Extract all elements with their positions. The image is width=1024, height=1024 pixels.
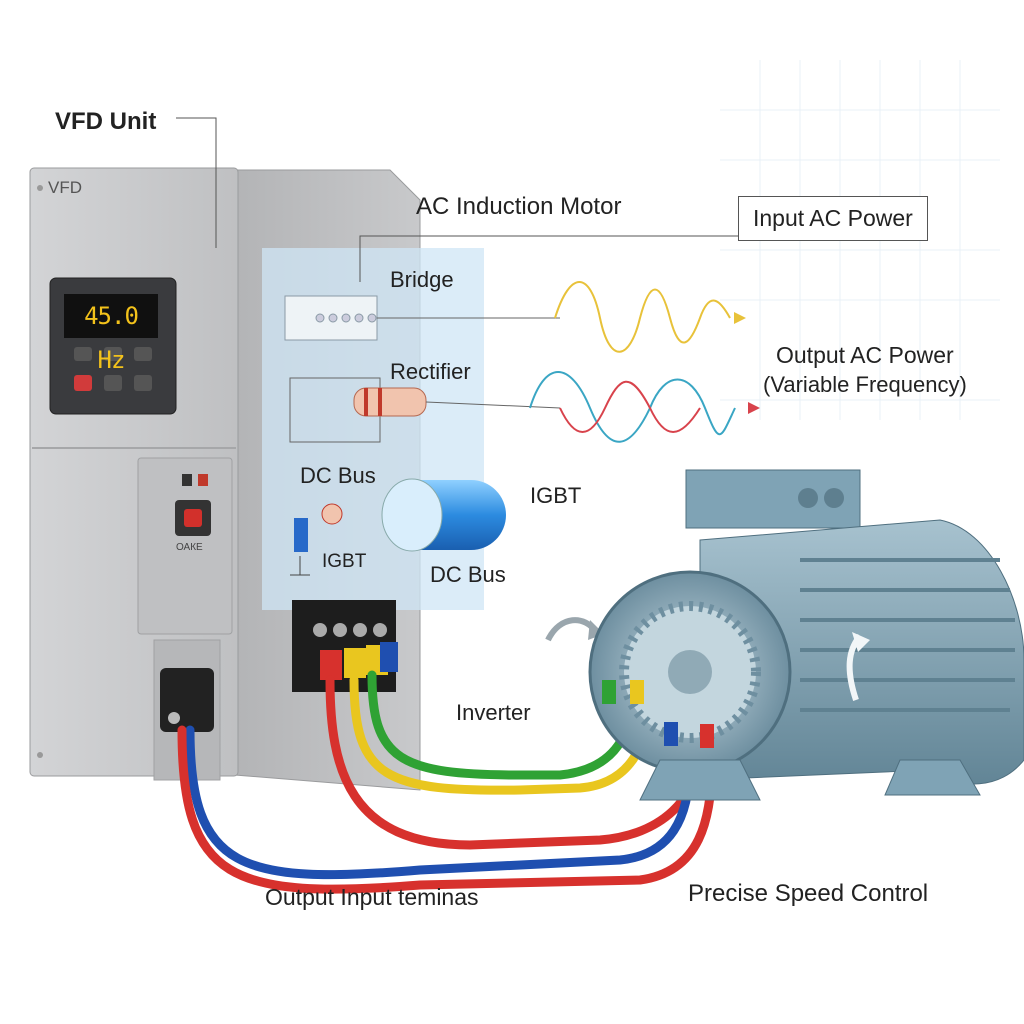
switch-label: ОАКЕ bbox=[176, 542, 203, 553]
speed-control-label: Precise Speed Control bbox=[688, 880, 929, 907]
input-wave-arrow bbox=[734, 312, 746, 324]
input-ac-power-label: Input AC Power bbox=[738, 196, 928, 241]
bridge-module bbox=[284, 295, 560, 341]
keypad-button-2 bbox=[104, 347, 122, 361]
rectifier-label: Rectifier bbox=[390, 359, 471, 384]
dc-bus-label-top: DC Bus bbox=[300, 463, 376, 488]
igbt-label-left: IGBT bbox=[322, 551, 367, 572]
keypad-button-6 bbox=[134, 375, 152, 391]
dc-bus-label-bottom: DC Bus bbox=[430, 562, 506, 587]
keypad-button-1 bbox=[74, 347, 92, 361]
bridge-label: Bridge bbox=[390, 267, 454, 292]
variable-frequency-label: (Variable Frequency) bbox=[763, 372, 967, 397]
terminals-label: Output Input teminas bbox=[265, 884, 479, 910]
rectifier-component bbox=[289, 377, 561, 443]
motor-connectors bbox=[602, 680, 714, 748]
induction-motor bbox=[588, 469, 1024, 801]
leader-lines bbox=[176, 117, 738, 282]
output-ac-power-label: Output AC Power bbox=[776, 342, 954, 368]
keypad-button-5 bbox=[104, 375, 122, 391]
igbt-label-right: IGBT bbox=[530, 483, 582, 508]
vfd-brand-label: VFD bbox=[48, 178, 82, 197]
output-wave-blue bbox=[529, 371, 736, 443]
input-ac-waveform bbox=[554, 281, 731, 353]
dc-bus-capacitor bbox=[290, 478, 506, 576]
terminal-block bbox=[292, 600, 398, 692]
ac-motor-label: AC Induction Motor bbox=[416, 193, 622, 220]
output-wave-arrow bbox=[748, 402, 760, 414]
frequency-display: 45.0 Hz bbox=[64, 294, 158, 374]
vfd-unit-label: VFD Unit bbox=[55, 108, 157, 135]
keypad bbox=[74, 347, 152, 391]
keypad-button-3 bbox=[134, 347, 152, 361]
inverter-label: Inverter bbox=[456, 700, 531, 725]
output-wave-red bbox=[559, 380, 701, 433]
keypad-button-stop bbox=[74, 375, 92, 391]
